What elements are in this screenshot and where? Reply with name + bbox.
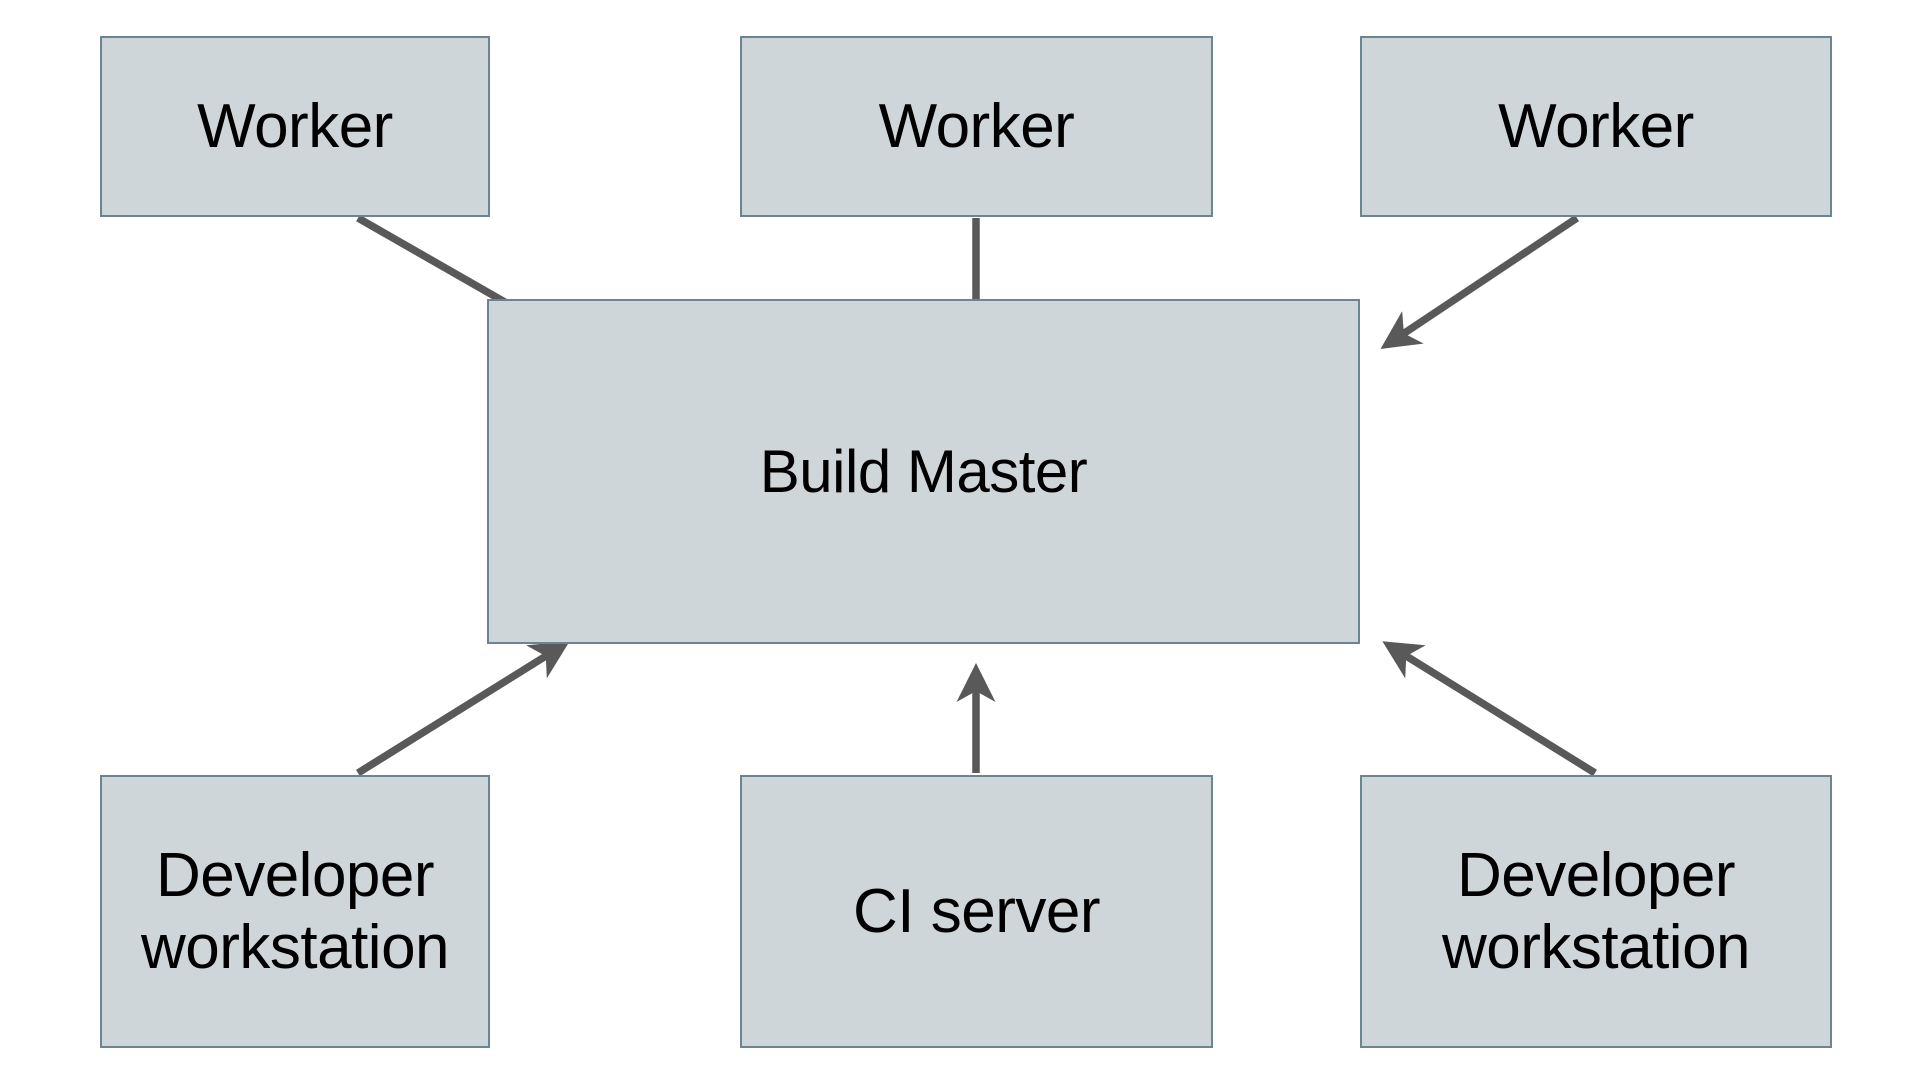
node-developer-workstation-left[interactable]: Developer workstation <box>100 775 490 1048</box>
edge-devright-to-build-master <box>1382 641 1597 777</box>
node-developer-workstation-left-label: Developer workstation <box>140 840 450 982</box>
edge-devleft-to-build-master <box>356 641 570 777</box>
node-ci-server[interactable]: CI server <box>740 775 1213 1048</box>
node-developer-workstation-right-label: Developer workstation <box>1441 840 1751 982</box>
node-build-master-label: Build Master <box>759 437 1088 505</box>
node-worker-2-label: Worker <box>878 91 1075 161</box>
node-ci-server-label: CI server <box>853 876 1100 946</box>
node-worker-1-label: Worker <box>197 91 393 161</box>
node-worker-3-label: Worker <box>1498 91 1694 161</box>
node-worker-3[interactable]: Worker <box>1360 36 1832 217</box>
node-developer-workstation-right[interactable]: Developer workstation <box>1360 775 1832 1048</box>
edge-worker3-to-build-master <box>1380 214 1580 349</box>
node-worker-1[interactable]: Worker <box>100 36 490 217</box>
node-build-master[interactable]: Build Master <box>487 299 1360 644</box>
node-worker-2[interactable]: Worker <box>740 36 1213 217</box>
